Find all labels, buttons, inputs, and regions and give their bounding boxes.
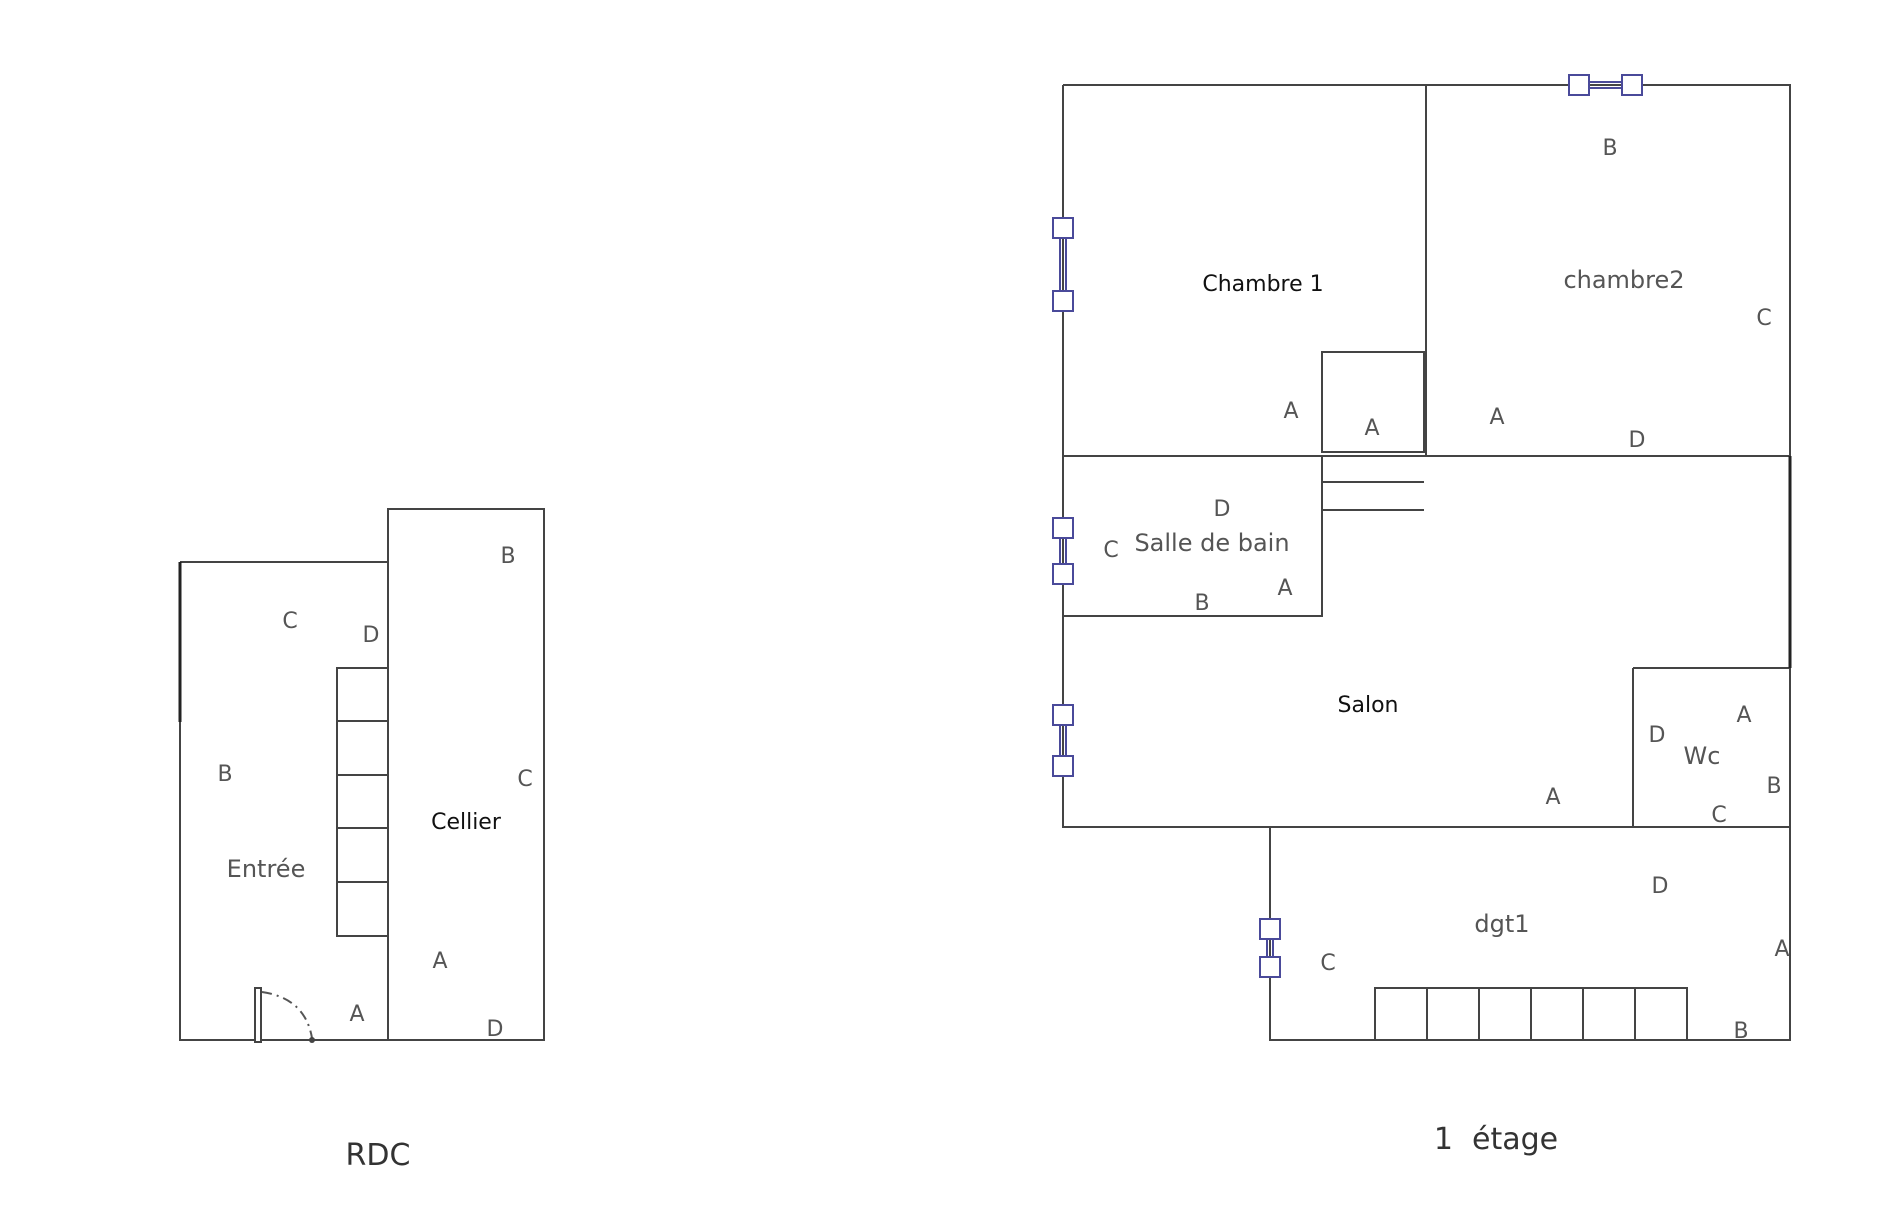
wall-letter: B	[1602, 136, 1617, 161]
wall-letter: D	[1629, 428, 1646, 453]
wall-letter: D	[363, 623, 380, 648]
window-sdb-left	[1052, 517, 1074, 585]
wall-letter: C	[1103, 538, 1118, 563]
room-label-entree: Entrée	[227, 855, 306, 883]
floor-title-rdc: RDC	[346, 1138, 411, 1173]
room-label-chambre1: Chambre 1	[1202, 272, 1323, 297]
entry-door	[254, 987, 315, 1043]
window-chambre1-left	[1052, 217, 1074, 312]
wall-letter: A	[432, 949, 447, 974]
wall-letter: D	[487, 1017, 504, 1042]
wall-letter: C	[517, 767, 532, 792]
wall-letter: A	[349, 1002, 364, 1027]
room-label-dgt1: dgt1	[1474, 910, 1529, 938]
wall-letter: B	[500, 544, 515, 569]
wall-letter: D	[1649, 723, 1666, 748]
wall-letter: D	[1214, 497, 1231, 522]
window-salon-left	[1052, 704, 1074, 777]
room-label-salon: Salon	[1338, 693, 1399, 718]
wall-letter: B	[1733, 1019, 1748, 1044]
wall-letter: A	[1277, 576, 1292, 601]
room-label-wc: Wc	[1684, 742, 1721, 770]
etage1-plan: Chambre 1 chambre2 Salle de bain Salon W…	[1052, 74, 1792, 1157]
wall-letter: A	[1545, 785, 1560, 810]
window-chambre2-top	[1568, 74, 1643, 96]
wall-letter: C	[282, 609, 297, 634]
floor-title-etage1: 1 étage	[1434, 1122, 1558, 1157]
wall-letter: C	[1711, 803, 1726, 828]
wall-letter: A	[1364, 416, 1379, 441]
window-dgt1-left	[1259, 918, 1281, 978]
room-label-chambre2: chambre2	[1563, 266, 1684, 294]
room-label-cellier: Cellier	[431, 810, 502, 835]
etage1-walls	[1062, 84, 1791, 1041]
closet	[1321, 351, 1425, 511]
wall-letter: A	[1774, 937, 1789, 962]
wall-letter: D	[1652, 874, 1669, 899]
wall-letter: A	[1489, 405, 1504, 430]
wall-letter: A	[1283, 399, 1298, 424]
wall-letter: B	[217, 762, 232, 787]
wall-letter: A	[1736, 703, 1751, 728]
wall-letter: B	[1194, 591, 1209, 616]
etage1-stairs	[1374, 987, 1688, 1041]
wall-letter: C	[1320, 951, 1335, 976]
rdc-plan: Entrée Cellier C D B A B C A D RDC	[178, 508, 545, 1173]
rdc-stairs	[336, 667, 389, 937]
wall-letter: C	[1756, 306, 1771, 331]
room-label-salle-de-bain: Salle de bain	[1134, 529, 1289, 557]
wall-letter: B	[1766, 774, 1781, 799]
